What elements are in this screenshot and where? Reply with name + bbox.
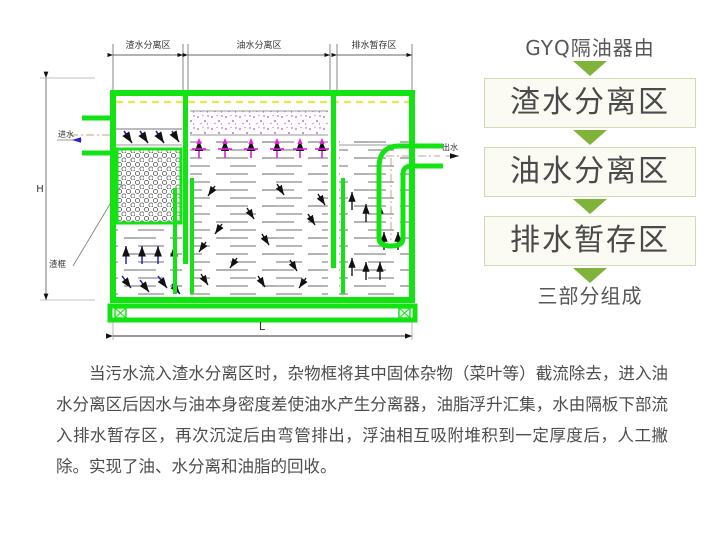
zone-dimension-row: 渣水分离区 油水分离区 排水暂存区: [107, 39, 413, 90]
flow-step-drain[interactable]: 排水暂存区: [484, 216, 696, 266]
flow-step-oil-label: 油水分离区: [510, 154, 670, 189]
flow-step-slag[interactable]: 渣水分离区: [484, 78, 696, 128]
slag-basket-label: 渣框: [49, 259, 67, 270]
slag-basket: [115, 147, 183, 225]
description-paragraph: 当污水流入渣水分离区时，杂物框将其中固体杂物（菜叶等）截流除去，进入油水分离区后…: [56, 358, 668, 482]
arrow-down-icon: [573, 199, 607, 214]
oil-layer-band: [190, 111, 328, 135]
flow-step-slag-label: 渣水分离区: [510, 85, 670, 120]
flow-footing: 三部分组成: [537, 284, 643, 308]
height-dimension: H: [36, 71, 95, 301]
internal-baffles: [173, 90, 345, 294]
description-text: 当污水流入渣水分离区时，杂物框将其中固体杂物（菜叶等）截流除去，进入油水分离区后…: [56, 364, 668, 476]
zone-label-oil: 油水分离区: [236, 39, 281, 51]
inlet-callout: 进水: [57, 129, 82, 143]
flow-step-oil[interactable]: 油水分离区: [484, 147, 696, 197]
zone-label-slag: 渣水分离区: [125, 39, 170, 51]
inlet-label: 进水: [58, 129, 74, 139]
arrow-down-icon: [573, 130, 607, 145]
length-dimension-label: L: [259, 320, 266, 333]
length-dimension: L: [105, 320, 413, 340]
outlet-callout: 出水: [442, 142, 459, 159]
inlet-flow-arrows: [122, 130, 180, 144]
oil-rise-arrows-magenta: [196, 138, 325, 144]
zone-label-drain: 排水暂存区: [351, 39, 396, 51]
height-dimension-label: H: [36, 184, 44, 195]
separator-technical-drawing: 渣水分离区 油水分离区 排水暂存区 H: [0, 18, 460, 348]
oil-zone-particle-arrows: [198, 183, 326, 289]
process-flow-panel: GYQ隔油器由 渣水分离区 油水分离区 排水暂存区 三部分组成: [466, 38, 714, 338]
base-frame: [107, 303, 418, 323]
outlet-label: 出水: [442, 142, 458, 152]
vessel-shell: [110, 90, 415, 303]
arrow-down-icon: [573, 61, 607, 76]
flow-step-drain-label: 排水暂存区: [510, 223, 670, 258]
arrow-down-icon: [573, 268, 607, 283]
flow-heading: GYQ隔油器由: [525, 36, 655, 60]
